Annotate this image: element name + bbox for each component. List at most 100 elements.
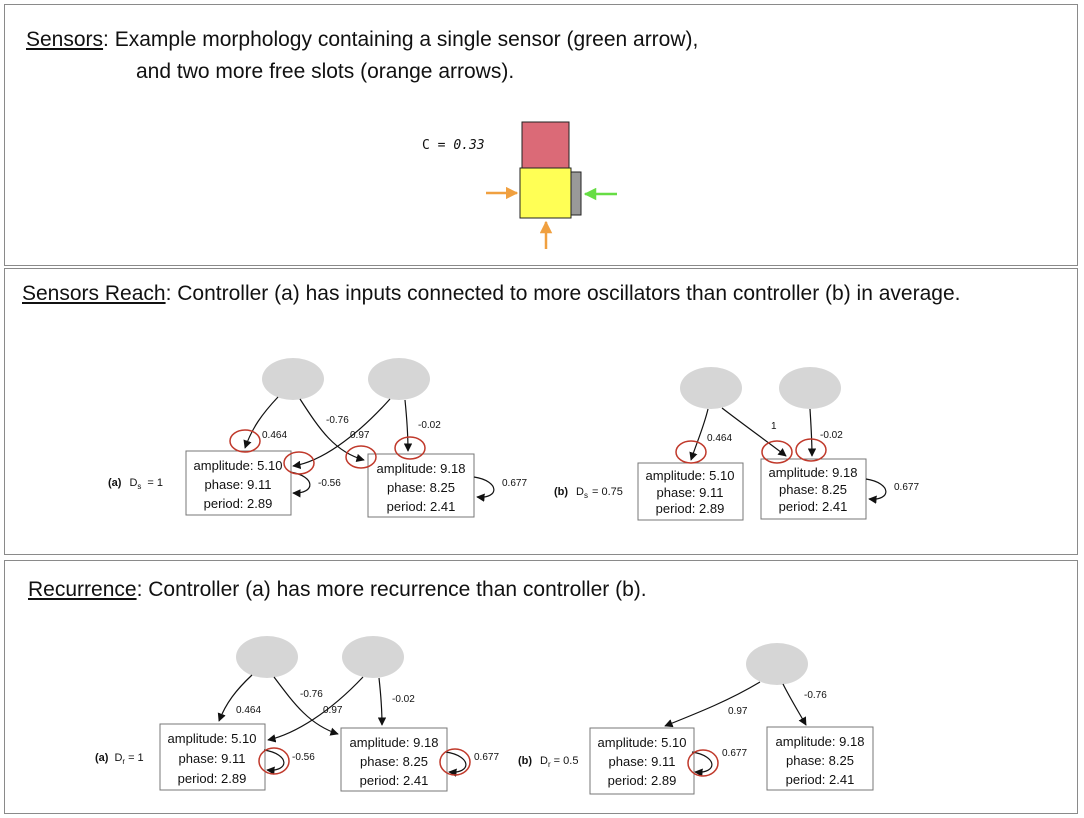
- reach-a-box2-period: period: 2.41: [387, 499, 456, 514]
- reach-a-self-loop-2: [473, 476, 495, 502]
- reach-b-oscillator-box-1: [637, 462, 744, 521]
- reach-a-highlight-2: [283, 451, 315, 475]
- morphology-top-block: [521, 121, 570, 169]
- recurrence-b-box2-phase: phase: 8.25: [786, 753, 854, 768]
- reach-term: Sensors Reach: [22, 282, 166, 305]
- recurrence-desc: : Controller (a) has more recurrence tha…: [136, 578, 647, 601]
- recurrence-a-self-loop-1: [263, 749, 285, 775]
- reach-b-box2-phase: phase: 8.25: [779, 482, 847, 497]
- recurrence-a-weight-1: 0.464: [236, 705, 261, 716]
- reach-a-weight-2: -0.76: [326, 415, 349, 426]
- reach-a-box2-phase: phase: 8.25: [387, 480, 455, 495]
- recurrence-b-box1-period: period: 2.89: [608, 773, 677, 788]
- recurrence-a-edge-4: [377, 677, 387, 726]
- recurrence-term: Recurrence: [28, 578, 137, 601]
- reach-a-highlight-3: [345, 445, 377, 469]
- recurrence-b-oscillator-box-1: [589, 727, 695, 795]
- reach-a-box1-amplitude: amplitude: 5.10: [194, 458, 283, 473]
- recurrence-b-weight-2: 0.677: [722, 748, 747, 759]
- recurrence-a-box2-period: period: 2.41: [360, 773, 429, 788]
- recurrence-a-weight-4: -0.02: [392, 694, 415, 705]
- reach-b-highlight-2: [761, 440, 793, 464]
- reach-b-oscillator-box-2: [760, 458, 867, 520]
- recurrence-b-edge-1: [664, 681, 761, 728]
- recurrence-b-self-loop: [691, 751, 713, 777]
- reach-b-highlight-1: [675, 440, 707, 464]
- sensors-heading-line1: Sensors: Example morphology containing a…: [26, 28, 698, 52]
- reach-a-edge-1: [243, 396, 279, 449]
- recurrence-a-self-loop-2: [445, 751, 467, 777]
- recurrence-b-weight-3: -0.76: [804, 690, 827, 701]
- recurrence-panel: [4, 560, 1078, 814]
- recurrence-a-edge-1: [217, 674, 253, 722]
- reach-a-highlight-4: [394, 436, 426, 460]
- reach-a-input-oscillator-1: [262, 358, 324, 400]
- reach-a-box2-amplitude: amplitude: 9.18: [377, 461, 466, 476]
- reach-b-input-oscillator-2: [779, 367, 841, 409]
- recurrence-b-metric: (b)Dr= 0.5: [518, 755, 578, 769]
- reach-heading: Sensors Reach: Controller (a) has inputs…: [22, 282, 960, 306]
- recurrence-a-box1-period: period: 2.89: [178, 771, 247, 786]
- recurrence-a-input-oscillator-2: [342, 636, 404, 678]
- recurrence-a-weight-5: -0.56: [292, 752, 315, 763]
- recurrence-b-box2-period: period: 2.41: [786, 772, 855, 787]
- recurrence-b-input-oscillator: [746, 643, 808, 685]
- recurrence-a-box2-amplitude: amplitude: 9.18: [350, 735, 439, 750]
- recurrence-a-box2-phase: phase: 8.25: [360, 754, 428, 769]
- reach-b-self-loop: [865, 478, 887, 504]
- reach-a-edge-3: [292, 398, 391, 470]
- sensors-desc-2: and two more free slots (orange arrows).: [136, 60, 515, 83]
- recurrence-a-highlight-2: [439, 748, 471, 776]
- recurrence-a-input-oscillator-1: [236, 636, 298, 678]
- recurrence-a-oscillator-box-2: [340, 727, 448, 792]
- reach-b-box1-phase: phase: 9.11: [657, 485, 724, 500]
- reach-b-weight-2: 1: [771, 421, 777, 432]
- reach-a-metric: (a)Ds= 1: [108, 477, 163, 491]
- sensors-heading-line2: and two more free slots (orange arrows).: [136, 60, 514, 84]
- recurrence-a-box1-phase: phase: 9.11: [179, 751, 246, 766]
- reach-b-box2-period: period: 2.41: [779, 499, 848, 514]
- reach-a-box1-phase: phase: 9.11: [205, 477, 272, 492]
- reach-a-weight-6: 0.677: [502, 478, 527, 489]
- reach-a-highlight-1: [229, 429, 261, 453]
- reach-a-weight-3: 0.97: [350, 430, 370, 441]
- recurrence-a-weight-3: 0.97: [323, 705, 343, 716]
- recurrence-a-weight-2: -0.76: [300, 689, 323, 700]
- recurrence-a-metric: (a)Dr= 1: [95, 752, 144, 766]
- morphology-core-block: [519, 167, 572, 219]
- recurrence-b-edge-2: [782, 683, 807, 726]
- reach-a-input-oscillator-2: [368, 358, 430, 400]
- reach-a-oscillator-box-2: [367, 453, 475, 518]
- reach-b-highlight-3: [795, 438, 827, 462]
- recurrence-b-highlight: [687, 749, 719, 777]
- recurrence-a-weight-6: 0.677: [474, 752, 499, 763]
- reach-b-metric: (b)Ds= 0.75: [554, 486, 623, 500]
- c-metric-label: C = 0.33: [422, 138, 485, 153]
- reach-a-weight-5: -0.56: [318, 478, 341, 489]
- reach-a-oscillator-box-1: [185, 450, 292, 516]
- reach-b-weight-4: 0.677: [894, 482, 919, 493]
- recurrence-a-box1-amplitude: amplitude: 5.10: [168, 731, 257, 746]
- recurrence-b-weight-1: 0.97: [728, 706, 748, 717]
- recurrence-heading: Recurrence: Controller (a) has more recu…: [28, 578, 647, 602]
- reach-a-weight-4: -0.02: [418, 420, 441, 431]
- reach-b-edge-2: [721, 407, 787, 457]
- recurrence-b-box1-amplitude: amplitude: 5.10: [598, 735, 687, 750]
- reach-a-self-loop-1: [289, 471, 311, 498]
- recurrence-a-edge-2: [273, 676, 339, 736]
- sensors-term: Sensors: [26, 28, 104, 51]
- recurrence-b-box1-phase: phase: 9.11: [609, 754, 676, 769]
- recurrence-b-box2-amplitude: amplitude: 9.18: [776, 734, 865, 749]
- reach-a-box1-period: period: 2.89: [204, 496, 273, 511]
- reach-b-weight-1: 0.464: [707, 433, 732, 444]
- reach-a-edge-4: [403, 399, 413, 452]
- recurrence-a-edge-3: [267, 676, 364, 743]
- reach-b-input-oscillator-1: [680, 367, 742, 409]
- recurrence-a-highlight-1: [258, 747, 290, 775]
- reach-b-box1-period: period: 2.89: [656, 501, 725, 516]
- reach-a-weight-1: 0.464: [262, 430, 287, 441]
- reach-b-edge-3: [807, 408, 817, 457]
- reach-desc: : Controller (a) has inputs connected to…: [165, 282, 961, 305]
- reach-b-edge-1: [689, 408, 709, 461]
